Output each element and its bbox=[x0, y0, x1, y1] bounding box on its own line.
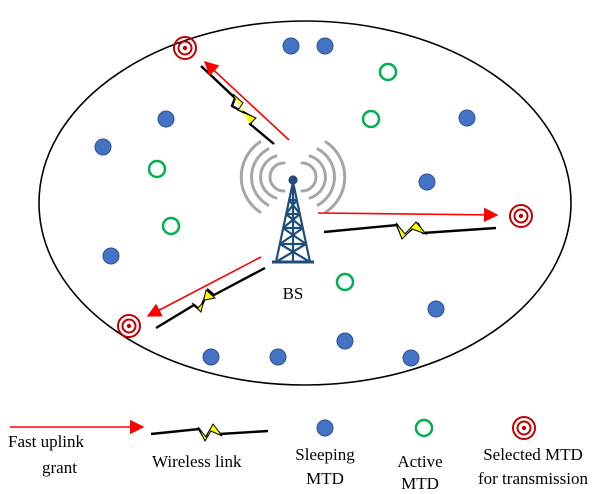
legend-sleeping-line2: MTD bbox=[306, 469, 344, 488]
grant-arrow-top-left bbox=[203, 61, 290, 141]
sleeping-mtd-group bbox=[94, 37, 476, 367]
wireless-link-bottom-left bbox=[155, 266, 266, 330]
selected-mtd bbox=[117, 314, 141, 338]
selected-mtd bbox=[509, 204, 533, 228]
legend-wireless-link-icon bbox=[150, 423, 269, 443]
sleeping-mtd bbox=[316, 37, 334, 55]
sleeping-mtd bbox=[94, 138, 112, 156]
legend-active-mtd-label: Active MTD bbox=[380, 452, 460, 494]
legend-sleeping-mtd-icon bbox=[316, 419, 334, 437]
sleeping-mtd bbox=[102, 247, 120, 265]
base-station-tower-icon bbox=[272, 175, 314, 264]
active-mtd bbox=[161, 216, 181, 236]
grant-arrow-bottom-left bbox=[146, 256, 262, 317]
legend-active-line1: Active bbox=[397, 452, 443, 471]
legend-wireless-link-label: Wireless link bbox=[152, 452, 242, 472]
sleeping-mtd bbox=[282, 37, 300, 55]
active-mtd bbox=[335, 272, 355, 292]
grant-arrow-right bbox=[317, 207, 499, 223]
legend-active-line2: MTD bbox=[401, 474, 439, 493]
wireless-link-top-left bbox=[200, 65, 275, 145]
active-mtd bbox=[147, 159, 167, 179]
sleeping-mtd bbox=[336, 332, 354, 350]
sleeping-mtd bbox=[269, 348, 287, 366]
sleeping-mtd bbox=[202, 348, 220, 366]
legend-sleeping-line1: Sleeping bbox=[295, 445, 355, 464]
sleeping-mtd bbox=[157, 110, 175, 128]
selected-mtd bbox=[173, 36, 197, 60]
legend-fast-uplink-line2: grant bbox=[42, 458, 77, 477]
active-mtd bbox=[378, 62, 398, 82]
sleeping-mtd bbox=[402, 349, 420, 367]
legend-sleeping-mtd-label: Sleeping MTD bbox=[286, 445, 364, 489]
legend-selected-mtd-icon bbox=[512, 416, 536, 440]
legend-fast-uplink-line1: Fast uplink bbox=[8, 432, 85, 451]
cell-boundary bbox=[38, 20, 572, 386]
sleeping-mtd bbox=[458, 109, 476, 127]
legend-selected-line1: Selected MTD bbox=[483, 445, 583, 464]
bs-label: BS bbox=[283, 284, 304, 303]
sleeping-mtd bbox=[427, 300, 445, 318]
legend-selected-mtd-label: Selected MTD for transmission bbox=[463, 445, 603, 489]
legend-selected-line2: for transmission bbox=[477, 469, 589, 488]
legend-wireless-link-text: Wireless link bbox=[152, 452, 242, 471]
radio-waves-icon bbox=[239, 140, 347, 214]
legend-fast-uplink-label: Fast uplink grant bbox=[8, 432, 84, 478]
active-mtd-group bbox=[147, 62, 398, 292]
wireless-link-right bbox=[323, 221, 497, 240]
legend-active-mtd-icon bbox=[414, 418, 434, 438]
active-mtd bbox=[361, 109, 381, 129]
sleeping-mtd bbox=[418, 173, 436, 191]
